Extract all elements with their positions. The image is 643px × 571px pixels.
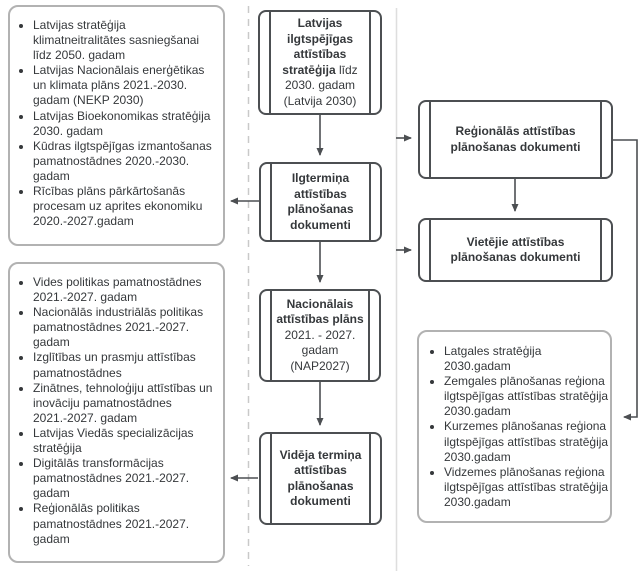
list-item: Kurzemes plānošanas reģiona ilgtspējīgas… — [444, 419, 610, 464]
list-item: Zinātnes, tehnoloģiju attīstības un inov… — [33, 381, 221, 426]
process-box-ilgtermina: Ilgtermiņa attīstības plānošanas dokumen… — [259, 162, 382, 242]
process-box-label: Nacionālais attīstības plāns 2021. - 202… — [275, 297, 365, 375]
bullet-list: Latgales stratēģija 2030.gadam Zemgales … — [429, 344, 610, 510]
list-item: Latvijas Nacionālais enerģētikas un klim… — [33, 63, 221, 108]
bullet-list: Vides politikas pamatnostādnes 2021.-202… — [18, 275, 221, 547]
list-item: Izglītības un prasmju attīstības pamatno… — [33, 350, 221, 380]
label-bold: Nacionālais attīstības plāns — [276, 296, 364, 327]
label-regular: līdz 2030. gadam (Latvija 2030) — [283, 62, 358, 108]
process-box-vietejie: Vietējie attīstības plānošanas dokumenti — [418, 218, 613, 282]
list-item: Latvijas stratēģija klimatneitralitātes … — [33, 18, 221, 63]
arrow-regionalas-to-region-list — [613, 139, 638, 421]
list-item: Reģionālās politikas pamatnostādnes 2021… — [33, 501, 221, 546]
region-strategies-list-box: Latgales stratēģija 2030.gadam Zemgales … — [417, 330, 612, 523]
list-item: Rīcības plāns pārkārtošanās procesam uz … — [33, 184, 221, 229]
list-item: Latvijas Bioekonomikas stratēģija 2030. … — [33, 109, 221, 139]
label-bold: Vidēja termiņa attīstības plānošanas dok… — [279, 447, 362, 509]
label-regular: 2021. - 2027. gadam (NAP2027) — [284, 327, 356, 373]
list-item: Vides politikas pamatnostādnes 2021.-202… — [33, 275, 221, 305]
left-top-list-box: Latvijas stratēģija klimatneitralitātes … — [8, 5, 225, 246]
list-item: Digitālās transformācijas pamatnostādnes… — [33, 456, 221, 501]
list-item: Latgales stratēģija 2030.gadam — [444, 344, 610, 374]
process-box-label: Vietējie attīstības plānošanas dokumenti — [434, 235, 597, 266]
bullet-list: Latvijas stratēģija klimatneitralitātes … — [18, 18, 221, 229]
label-bold: Reģionālās attīstības plānošanas dokumen… — [450, 124, 581, 154]
process-box-videja-termina: Vidēja termiņa attīstības plānošanas dok… — [259, 432, 382, 525]
left-bottom-list-box: Vides politikas pamatnostādnes 2021.-202… — [8, 262, 225, 563]
list-item: Nacionālās industriālās politikas pamatn… — [33, 305, 221, 350]
list-item: Kūdras ilgtspējīgas izmantošanas pamatno… — [33, 139, 221, 184]
label-bold: Ilgtermiņa attīstības plānošanas dokumen… — [287, 171, 354, 232]
list-item: Zemgales plānošanas reģiona ilgtspējīgas… — [444, 374, 610, 419]
process-box-label: Ilgtermiņa attīstības plānošanas dokumen… — [275, 171, 366, 233]
process-box-regionalas: Reģionālās attīstības plānošanas dokumen… — [418, 100, 613, 179]
process-box-label: Reģionālās attīstības plānošanas dokumen… — [434, 124, 597, 155]
label-bold: Latvijas ilgtspējīgas attīstības stratēģ… — [282, 16, 354, 77]
list-item: Vidzemes plānošanas reģiona ilgtspējīgas… — [444, 465, 610, 510]
process-box-nap2027: Nacionālais attīstības plāns 2021. - 202… — [259, 289, 381, 382]
process-box-label: Vidēja termiņa attīstības plānošanas dok… — [275, 448, 366, 510]
label-bold: Vietējie attīstības plānošanas dokumenti — [450, 234, 581, 265]
process-box-latvija2030: Latvijas ilgtspējīgas attīstības stratēģ… — [258, 10, 382, 115]
process-box-label: Latvijas ilgtspējīgas attīstības stratēģ… — [274, 16, 366, 109]
list-item: Latvijas Viedās specializācijas stratēģi… — [33, 426, 221, 456]
